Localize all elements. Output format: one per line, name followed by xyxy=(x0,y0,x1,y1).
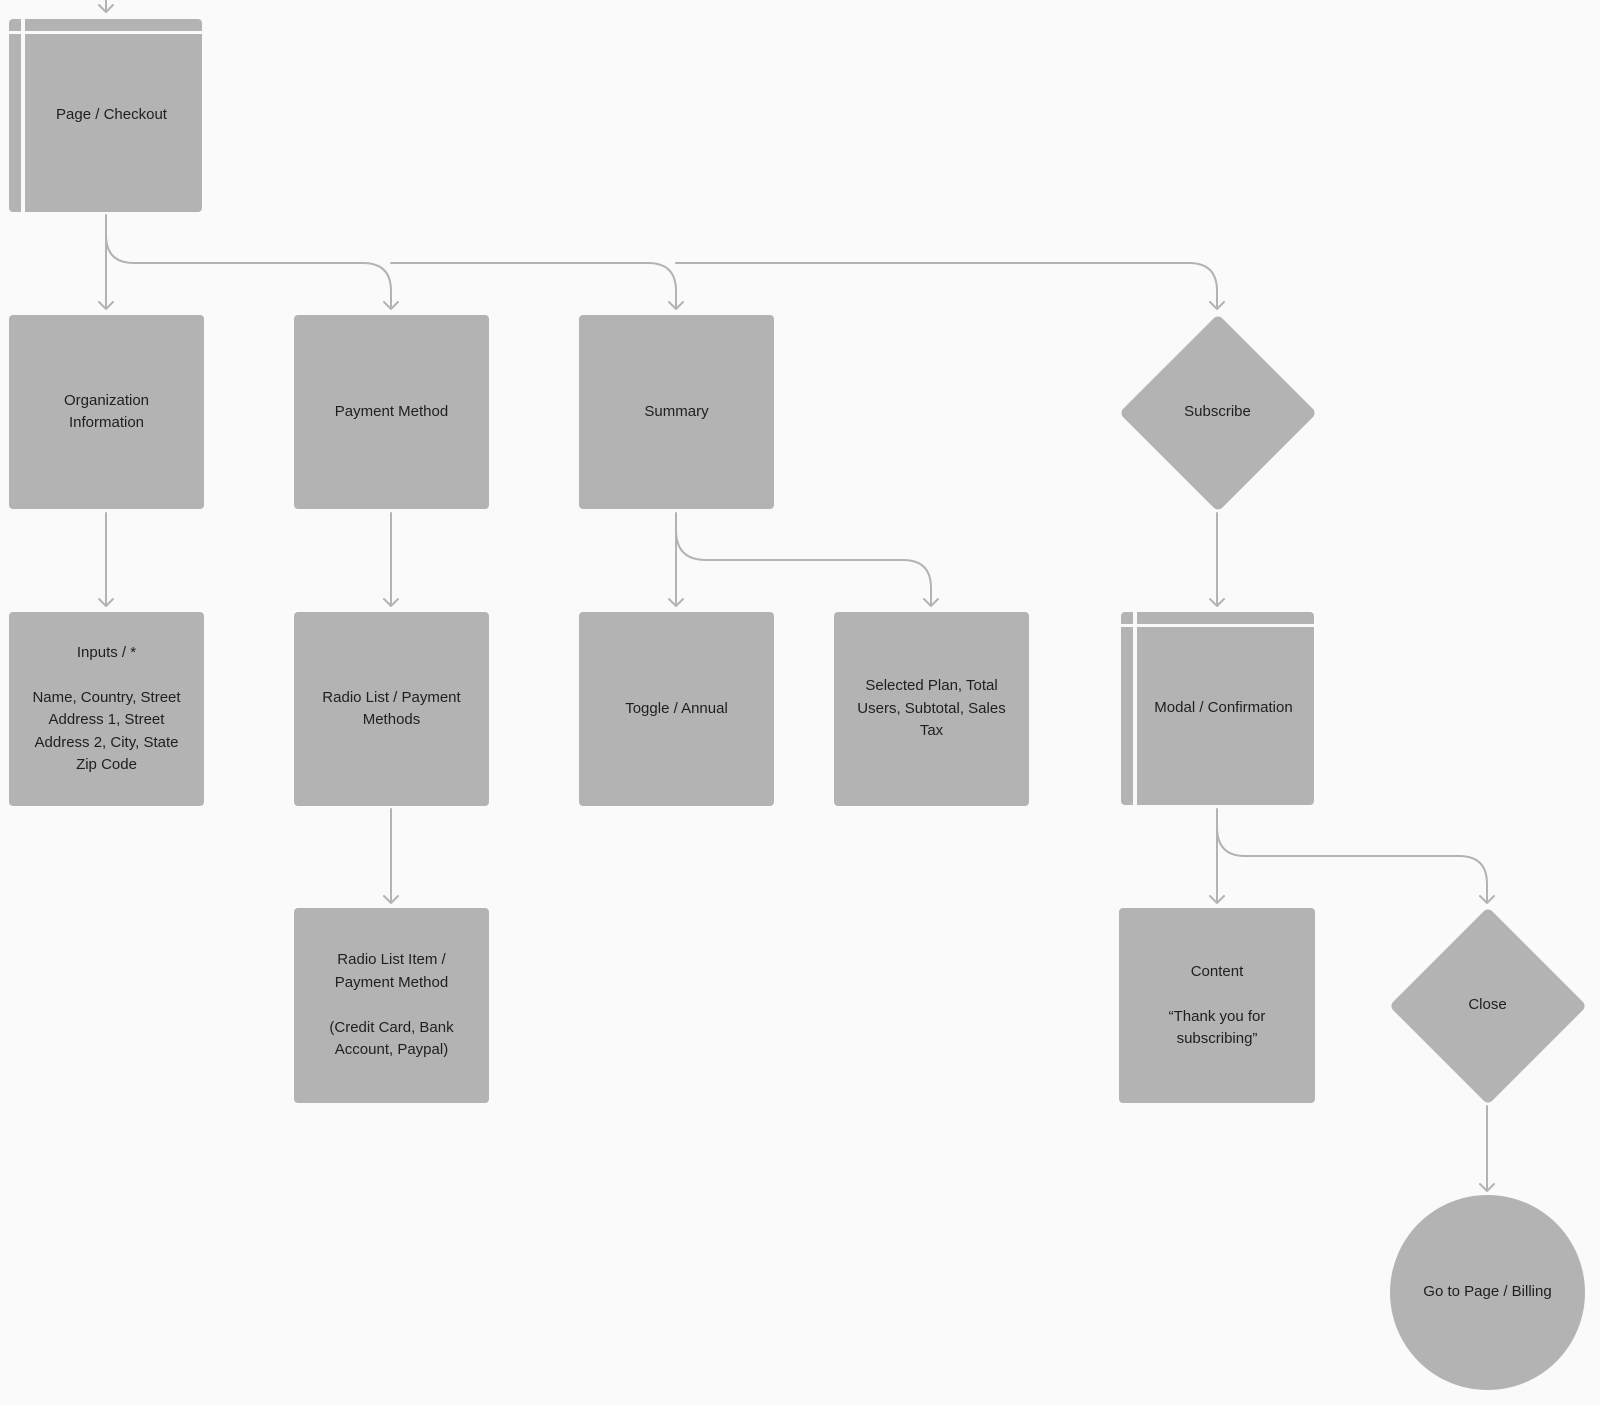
go-to-billing-label: Go to Page / Billing xyxy=(1423,1283,1552,1301)
close-label: Close xyxy=(1468,996,1507,1014)
organization-information-label: Organization Information xyxy=(63,391,150,432)
connector-checkout-subscribe xyxy=(675,262,1225,310)
radio-list-item-node[interactable]: Radio List Item / Payment Method (Credit… xyxy=(294,908,489,1103)
inputs-node[interactable]: Inputs / * Name, Country, Street Address… xyxy=(9,612,204,806)
selected-plan-label: Selected Plan, Total Users, Subtotal, Sa… xyxy=(857,677,1006,740)
page-checkout-label: Page / Checkout xyxy=(56,106,167,124)
connector-summary-toggle xyxy=(668,512,684,607)
go-to-billing-node[interactable]: Go to Page / Billing xyxy=(1390,1195,1585,1390)
toggle-annual-node[interactable]: Toggle / Annual xyxy=(579,612,774,806)
connector-subscribe-modal xyxy=(1209,512,1225,607)
close-decision-node[interactable]: Close xyxy=(1388,906,1587,1105)
inputs-label: Inputs / * Name, Country, Street Address… xyxy=(32,643,181,774)
summary-label: Summary xyxy=(644,402,709,420)
content-node[interactable]: Content “Thank you for subscribing” xyxy=(1119,908,1315,1103)
connector-modal-close xyxy=(1216,826,1495,904)
content-label: Content “Thank you for subscribing” xyxy=(1168,962,1266,1048)
connector-checkout-org xyxy=(98,214,114,310)
modal-confirmation-node[interactable]: Modal / Confirmation xyxy=(1121,612,1314,805)
modal-confirmation-label: Modal / Confirmation xyxy=(1154,699,1293,717)
radio-list-node[interactable]: Radio List / Payment Methods xyxy=(294,612,489,806)
selected-plan-node[interactable]: Selected Plan, Total Users, Subtotal, Sa… xyxy=(834,612,1029,806)
connector-checkout-payment xyxy=(105,234,399,310)
connector-payment-radiolist xyxy=(383,512,399,607)
summary-node[interactable]: Summary xyxy=(579,315,774,509)
radio-list-item-label: Radio List Item / Payment Method (Credit… xyxy=(329,951,454,1059)
payment-method-node[interactable]: Payment Method xyxy=(294,315,489,509)
connector-incoming xyxy=(98,0,114,13)
connector-checkout-summary xyxy=(390,262,684,310)
subscribe-label: Subscribe xyxy=(1184,403,1251,421)
subscribe-decision-node[interactable]: Subscribe xyxy=(1118,313,1317,512)
connector-summary-selected xyxy=(675,529,939,607)
connector-radiolist-item xyxy=(383,808,399,904)
organization-information-node[interactable]: Organization Information xyxy=(9,315,204,509)
connector-org-inputs xyxy=(98,512,114,607)
page-checkout-node[interactable]: Page / Checkout xyxy=(9,19,202,212)
radio-list-label: Radio List / Payment Methods xyxy=(322,688,461,729)
connector-modal-content xyxy=(1209,808,1225,904)
connector-close-billing xyxy=(1479,1105,1495,1192)
toggle-annual-label: Toggle / Annual xyxy=(625,699,728,717)
payment-method-label: Payment Method xyxy=(334,402,449,420)
